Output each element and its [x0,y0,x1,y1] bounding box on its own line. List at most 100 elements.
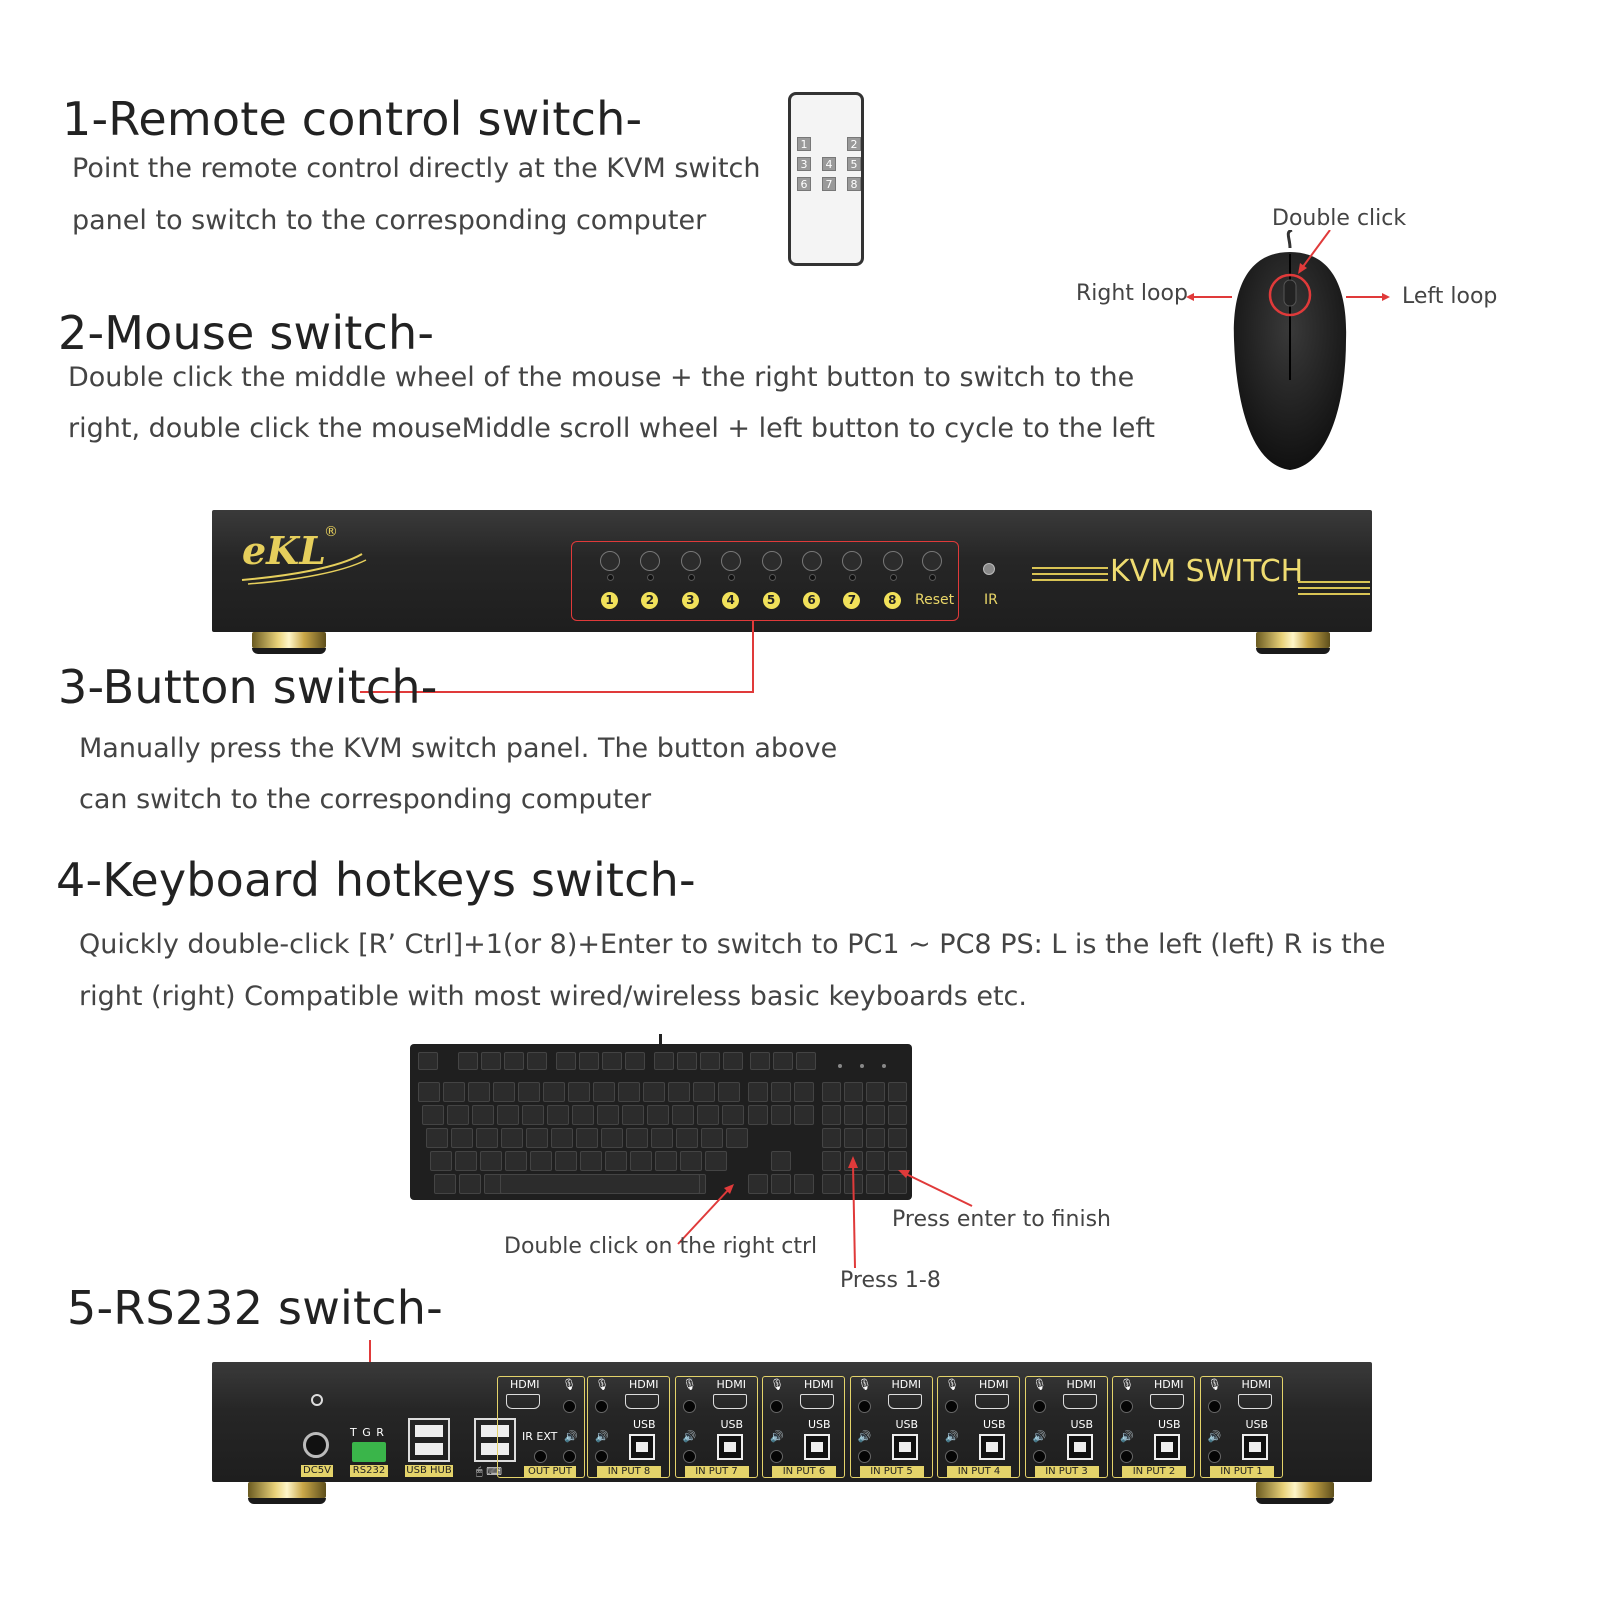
output-label: OUT PUT [524,1466,576,1478]
input-mic-jack[interactable] [595,1400,608,1413]
ir-ext-jack[interactable] [534,1450,547,1463]
keyboard-key [572,1105,594,1125]
remote-key-1[interactable]: 1 [797,137,811,151]
keyboard-arrows [677,1156,973,1269]
input-usb-label: USB [1158,1418,1181,1431]
input-hdmi-port[interactable] [625,1394,659,1409]
input-hdmi-port[interactable] [1150,1394,1184,1409]
input-mic-jack[interactable] [1207,1400,1221,1413]
input-audio-jack[interactable] [945,1450,958,1463]
keyboard-cable [659,1034,662,1046]
input-label: IN PUT 6 [772,1466,836,1478]
keyboard-key [822,1105,841,1125]
input-mic-jack[interactable] [770,1400,783,1413]
output-audio-jack[interactable] [563,1450,576,1463]
input-audio-jack[interactable] [857,1450,871,1463]
keyboard-key [655,1151,677,1171]
front-button-2[interactable] [640,551,661,571]
usb-hub-ports[interactable] [408,1418,450,1462]
keyboard-key [622,1105,644,1125]
front-led-2 [647,574,655,581]
input-hdmi-port[interactable] [887,1394,922,1409]
input-audio-jack[interactable] [1207,1450,1221,1463]
keyboard-key [601,1128,623,1148]
keyboard-key [551,1128,573,1148]
reset-button[interactable] [922,551,942,571]
keyboard-key [505,1151,527,1171]
input-audio-jack[interactable] [682,1450,696,1463]
input-usb-b-port[interactable] [891,1434,918,1460]
keyboard-key [493,1082,515,1102]
double-click-label: Double click [1272,206,1407,231]
remote-key-8[interactable]: 8 [847,177,861,191]
input-mic-jack[interactable] [1032,1400,1046,1413]
input-usb-b-port[interactable] [1066,1434,1093,1460]
input-mic-jack[interactable] [945,1400,958,1413]
output-mic-jack[interactable] [563,1400,576,1413]
keyboard-key [455,1151,477,1171]
keyboard-key [676,1128,698,1148]
keyboard-key [722,1105,744,1125]
input-audio-jack[interactable] [1032,1450,1046,1463]
front-button-4[interactable] [721,551,742,571]
callout-line-vertical [752,620,754,692]
input-mic-jack[interactable] [682,1400,696,1413]
input-usb-b-port[interactable] [629,1434,655,1460]
rs232-title: 5-RS232 switch- [67,1281,443,1335]
remote-key-4[interactable]: 4 [822,157,836,171]
kb-mouse-ports[interactable] [474,1418,516,1462]
keyboard-key [794,1082,814,1102]
remote-key-2[interactable]: 2 [847,137,861,151]
input-audio-jack[interactable] [1120,1450,1133,1463]
input-usb-b-port[interactable] [716,1434,743,1460]
gold-stripe-right [1298,581,1370,595]
keyboard-key [718,1082,740,1102]
front-button-5[interactable] [761,551,782,571]
remote-key-5[interactable]: 5 [847,157,861,171]
rs232-terminal[interactable] [352,1442,386,1462]
output-hdmi-label: HDMI [510,1378,540,1391]
front-button-1[interactable] [600,551,620,571]
keyboard-key [530,1151,552,1171]
input-usb-b-port[interactable] [979,1434,1005,1460]
front-button-8[interactable] [882,551,903,571]
remote-key-6[interactable]: 6 [797,177,811,191]
dc-power-jack[interactable] [303,1432,329,1458]
front-button-3[interactable] [680,551,701,571]
front-button-number-4: 4 [722,592,740,609]
input-hdmi-port[interactable] [1062,1394,1097,1409]
reset-label: Reset [915,592,955,608]
mic-icon: 🎙 [595,1378,609,1391]
mouse-keyboard-icon: 🖱 ⌨ [476,1465,502,1478]
input-hdmi-port[interactable] [712,1394,747,1409]
front-button-6[interactable] [802,551,822,571]
keyboard-key [527,1052,547,1070]
front-button-number-3: 3 [681,592,699,609]
front-button-7[interactable] [842,551,863,571]
input-audio-jack[interactable] [595,1450,608,1463]
keyboard-key [794,1105,814,1125]
input-usb-b-port[interactable] [804,1434,830,1460]
input-audio-jack[interactable] [770,1450,783,1463]
keyboard-key [866,1082,885,1102]
remote-key-3[interactable]: 3 [797,157,811,171]
keyboard-key [844,1105,863,1125]
input-hdmi-port[interactable] [1237,1394,1272,1409]
keyboard-key [680,1151,702,1171]
callout-line-horizontal [360,691,754,693]
input-mic-jack[interactable] [1120,1400,1133,1413]
input-hdmi-port[interactable] [800,1394,834,1409]
input-usb-b-port[interactable] [1154,1434,1180,1460]
input-usb-b-port[interactable] [1241,1434,1268,1460]
registered-mark: ® [324,524,338,540]
input-hdmi-label: HDMI [1066,1378,1096,1391]
input-hdmi-port[interactable] [975,1394,1009,1409]
reset-led [929,574,936,581]
product-name: KVM SWITCH [1110,554,1304,589]
keyboard-key [844,1128,863,1148]
remote-key-7[interactable]: 7 [822,177,836,191]
keyboard-key [451,1128,473,1148]
output-hdmi-port[interactable] [506,1394,540,1409]
input-mic-jack[interactable] [857,1400,871,1413]
